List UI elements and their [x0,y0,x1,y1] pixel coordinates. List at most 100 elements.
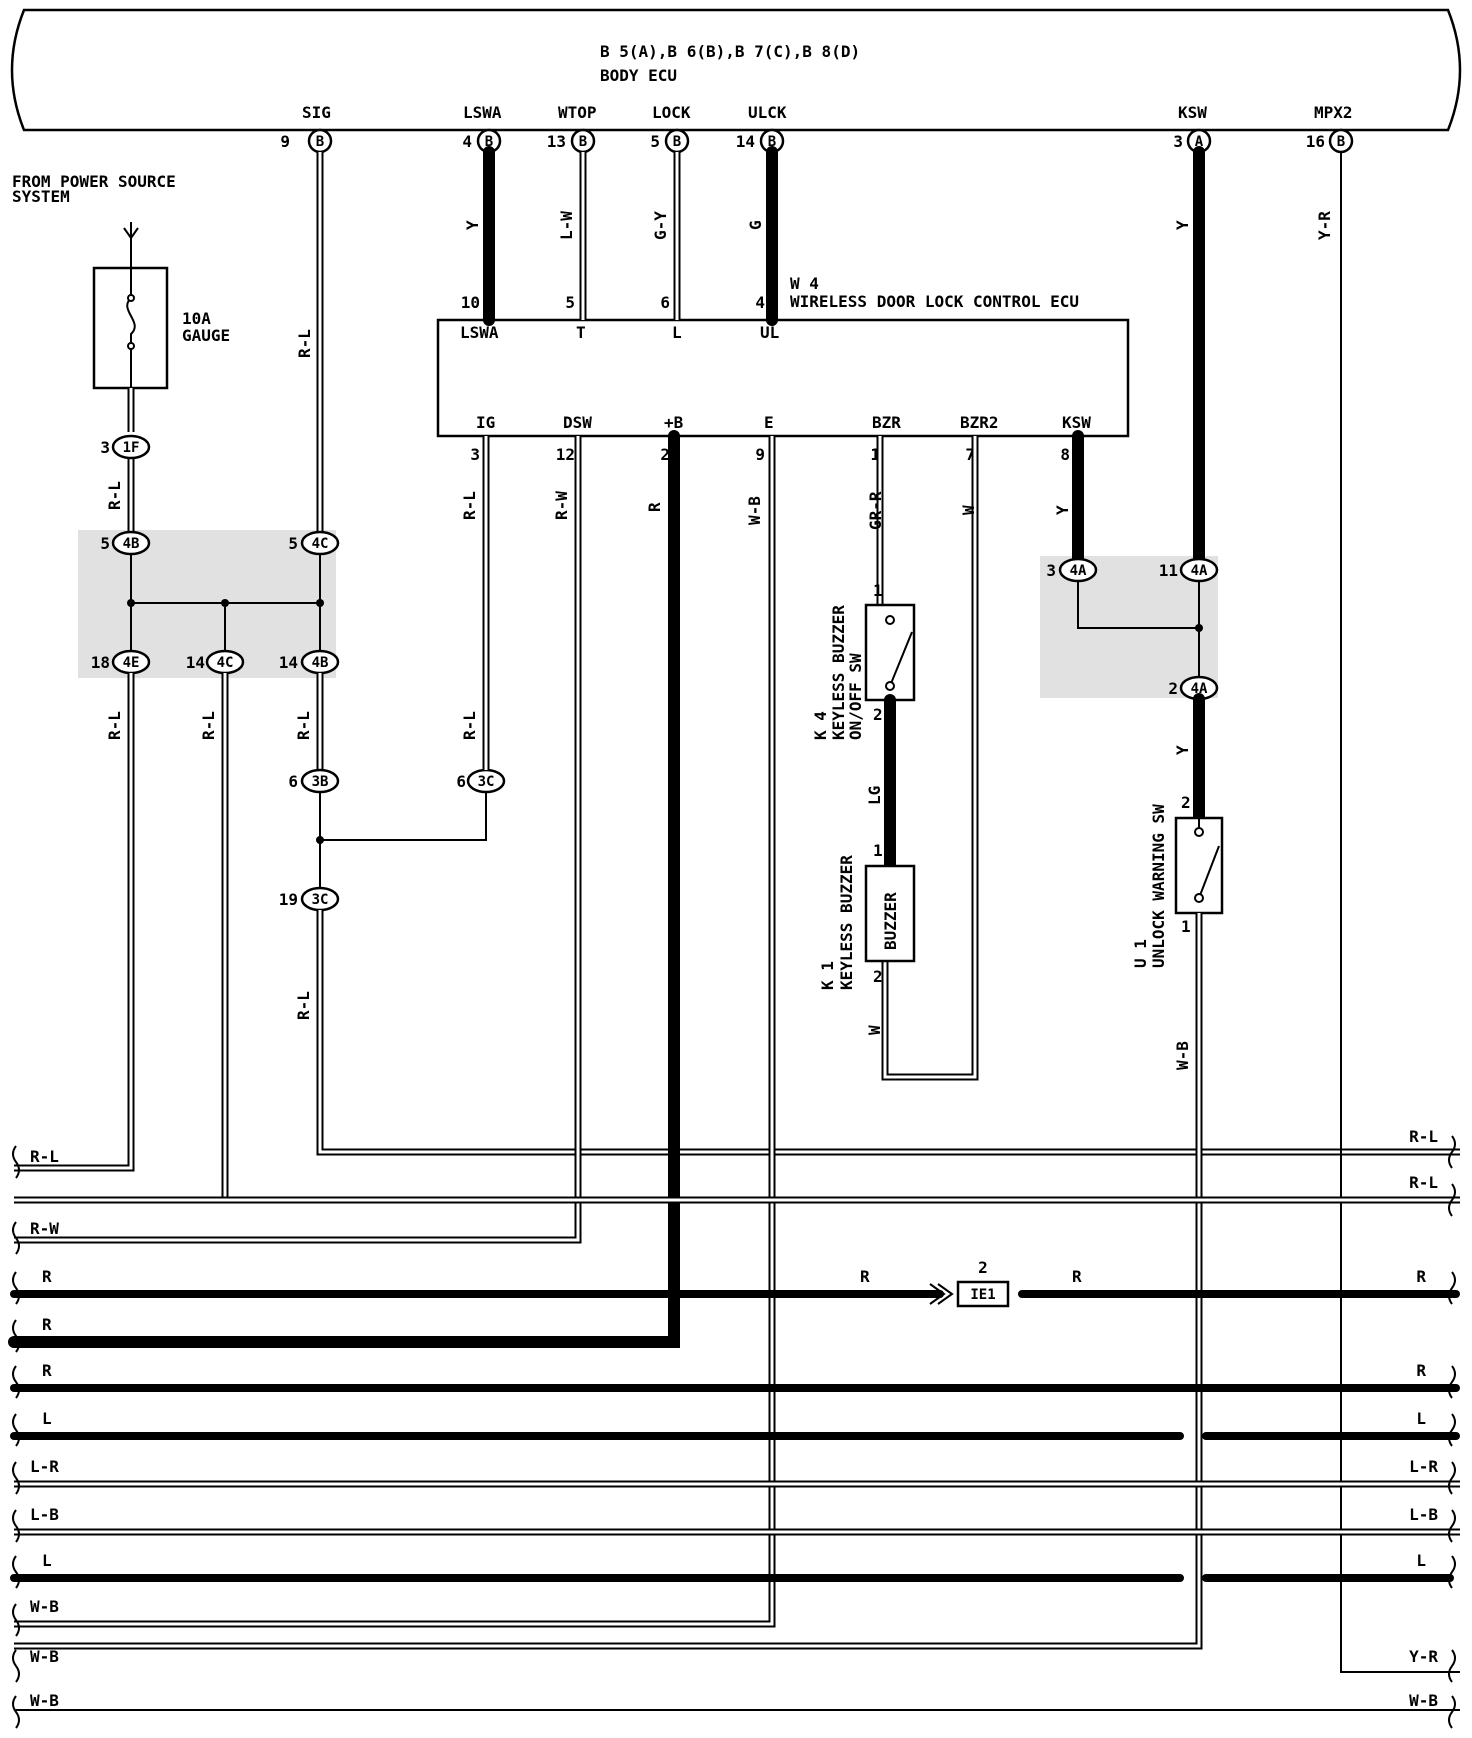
svg-text:BZR2: BZR2 [960,413,999,432]
svg-text:R-L: R-L [294,991,313,1020]
k1-buzzer-label: BUZZER [881,892,900,950]
svg-text:14: 14 [186,653,205,672]
svg-text:E: E [764,413,774,432]
bus-label-left-9: L [42,1551,52,1570]
pin-sig: 9 B [280,128,333,154]
pin-lock-label: LOCK [652,103,691,122]
svg-text:LSWA: LSWA [460,323,499,342]
bus-label-right-3: R [1416,1267,1426,1286]
svg-text:4B: 4B [312,655,329,671]
bus-label-left-7: L-R [30,1457,59,1476]
svg-text:UL: UL [760,323,779,342]
bus-label-left-3: R [42,1267,52,1286]
pin-sig-label: SIG [302,103,331,122]
pin-ksw: 3 A [1173,128,1212,154]
power-source-line2: SYSTEM [12,187,70,206]
pin-mpx2: 16 B [1306,128,1354,154]
svg-text:A: A [1195,134,1204,150]
k1-id: K 1 [818,961,837,990]
svg-text:9: 9 [280,132,290,151]
pin-lock: 5 B [650,128,690,154]
fuse-rating: 10A [182,309,211,328]
junction-4a-1: 3 4A [1046,557,1098,583]
bus-label-left-8: L-B [30,1505,59,1524]
bus-label-right-5: R [1416,1361,1426,1380]
junction-3c-a: 6 3C [456,768,506,794]
pin-lswa-label: LSWA [463,103,502,122]
body-ecu-connectors: B 5(A),B 6(B),B 7(C),B 8(D) [600,42,860,61]
svg-text:W: W [865,1025,884,1035]
wireless-ecu-id: W 4 [790,274,819,293]
svg-text:R-L: R-L [294,711,313,740]
bus-label-right-9: L [1416,1551,1426,1570]
svg-text:5: 5 [650,132,660,151]
bus-label-right-1: R-L [1409,1173,1438,1192]
junction-3c-b: 19 3C [279,886,340,912]
svg-text:G-Y: G-Y [651,211,670,240]
power-source-line1: FROM POWER SOURCE [12,172,176,191]
svg-text:4: 4 [462,132,472,151]
svg-text:IE1: IE1 [970,1287,995,1303]
svg-text:4B: 4B [123,536,140,552]
bus-label-left-11: W-B [30,1647,59,1666]
svg-text:1F: 1F [123,440,140,456]
svg-text:W-B: W-B [1173,1041,1192,1070]
svg-text:KSW: KSW [1062,413,1091,432]
pin-lswa: 4 B [462,128,502,154]
wireless-ecu-name: WIRELESS DOOR LOCK CONTROL ECU [790,292,1079,311]
svg-text:3B: 3B [312,774,329,790]
bus-label-right-12: W-B [1409,1691,1438,1710]
svg-text:4A: 4A [1070,563,1087,579]
bus-label-left-6: L [42,1409,52,1428]
svg-text:4C: 4C [217,655,234,671]
svg-text:BZR: BZR [872,413,901,432]
svg-text:Y: Y [1173,745,1192,755]
pin-ksw-label: KSW [1178,103,1207,122]
svg-text:3C: 3C [478,774,495,790]
svg-text:9: 9 [755,445,765,464]
svg-text:IG: IG [476,413,495,432]
svg-text:4: 4 [755,293,765,312]
bus-label-left-5: R [42,1361,52,1380]
wire-sig-color: R-L [295,329,314,358]
bus-label-left-10: W-B [30,1597,59,1616]
svg-text:4E: 4E [123,655,140,671]
junction-4a-3: 2 4A [1168,675,1219,701]
svg-text:B: B [768,134,776,150]
svg-text:19: 19 [279,890,298,909]
u1-name: UNLOCK WARNING SW [1149,804,1168,968]
svg-text:T: T [576,323,586,342]
junction-1f: 3 1F [100,434,151,460]
body-ecu-box [10,8,1462,132]
svg-text:12: 12 [556,445,575,464]
wireless-ecu-box [436,318,1130,438]
k4-id: K 4 [811,711,830,740]
wire-mpx2 [1340,152,1460,1673]
svg-text:R-L: R-L [105,481,124,510]
svg-text:8: 8 [1060,445,1070,464]
svg-text:7: 7 [965,445,975,464]
svg-text:5: 5 [288,534,298,553]
junction-3b: 6 3B [288,768,340,794]
body-ecu-title: BODY ECU [600,66,677,85]
svg-text:1: 1 [873,841,883,860]
svg-text:DSW: DSW [563,413,592,432]
svg-text:+B: +B [664,413,684,432]
bus-label-right-7: L-R [1409,1457,1438,1476]
connector-ie1: IE1 2 [929,1258,1010,1308]
svg-text:3: 3 [1173,132,1183,151]
svg-text:11: 11 [1159,561,1178,580]
svg-text:G: G [746,220,765,230]
svg-text:B: B [579,134,587,150]
svg-text:2: 2 [873,967,883,986]
k1-name: KEYLESS BUZZER [837,855,856,990]
svg-text:Y: Y [1173,220,1192,230]
svg-text:1: 1 [870,445,880,464]
svg-text:1: 1 [1181,917,1191,936]
svg-text:3: 3 [100,438,110,457]
pin-mpx2-label: MPX2 [1314,103,1353,122]
svg-text:R: R [645,502,664,512]
bus-label-right-11: Y-R [1409,1647,1438,1666]
svg-text:6: 6 [456,772,466,791]
